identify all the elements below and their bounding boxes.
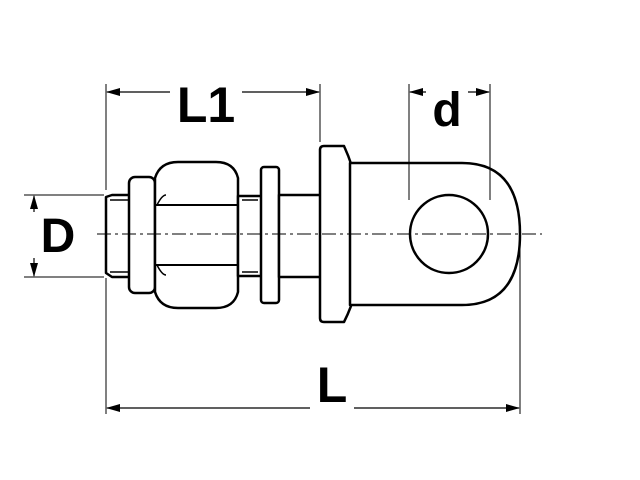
- extension-lines: [24, 84, 521, 414]
- label-bg-d: [426, 76, 468, 116]
- label-bg-L1: [170, 76, 242, 116]
- label-D: D: [41, 210, 76, 263]
- hex-nut: [153, 160, 240, 310]
- shank: [277, 193, 325, 279]
- washer-left: [127, 175, 157, 295]
- thread-segment: [236, 194, 264, 278]
- threaded-stud: [104, 193, 132, 279]
- label-bg-L: [310, 390, 354, 426]
- label-L1: L1: [177, 77, 235, 133]
- label-L: L: [317, 357, 348, 413]
- label-d: d: [432, 84, 461, 137]
- label-bg-D: [28, 212, 48, 258]
- washer-right: [259, 165, 281, 305]
